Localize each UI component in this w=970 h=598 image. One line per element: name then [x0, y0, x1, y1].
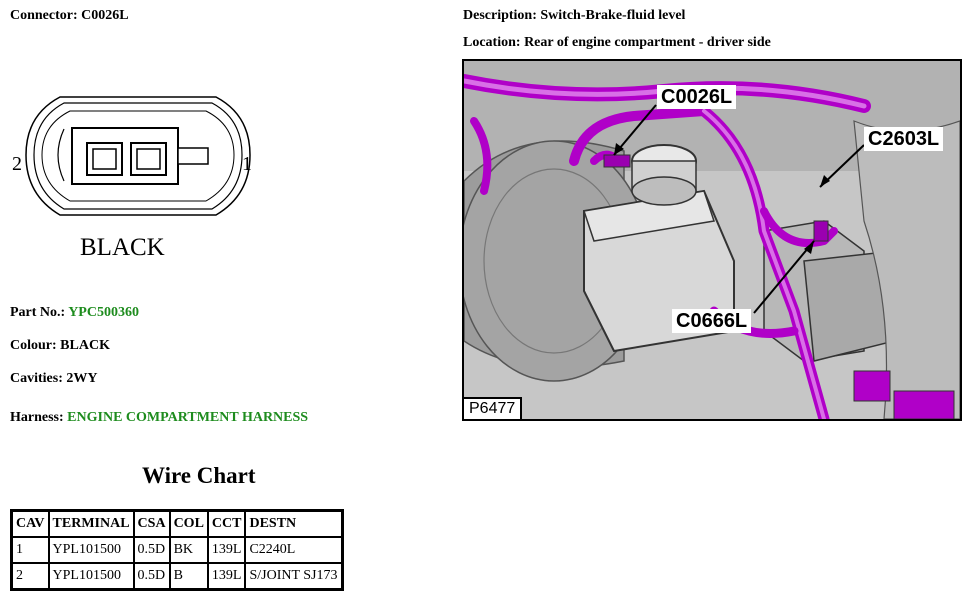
wire-chart-table: CAV TERMINAL CSA COL CCT DESTN 1 YPL1015… [10, 509, 344, 591]
pin-1-label: 1 [242, 153, 252, 175]
cell-destn: C2240L [244, 536, 344, 564]
part-number-line: Part No.: YPC500360 [10, 305, 139, 321]
connector-line: Connector: C0026L [10, 8, 129, 24]
part-number-link[interactable]: YPC500360 [68, 305, 139, 320]
cell-csa: 0.5D [132, 562, 171, 591]
header-csa: CSA [132, 509, 171, 538]
callout-c2603l: C2603L [864, 127, 944, 151]
description-label: Description: [463, 8, 537, 23]
location-photo: C0026L C2603L C0666L P6477 [462, 59, 962, 421]
cell-col: B [168, 562, 209, 591]
cell-destn: S/JOINT SJ173 [244, 562, 344, 591]
cell-cct: 139L [206, 536, 247, 564]
callout-c0026l: C0026L [657, 85, 737, 109]
cell-cav: 2 [10, 562, 50, 591]
description-value: Switch-Brake-fluid level [540, 8, 686, 23]
cell-cav: 1 [10, 536, 50, 564]
harness-label: Harness: [10, 410, 64, 425]
table-row: 1 YPL101500 0.5D BK 139L C2240L [10, 536, 344, 564]
cell-terminal: YPL101500 [47, 562, 135, 591]
header-terminal: TERMINAL [47, 509, 135, 538]
pin-2-label: 2 [12, 153, 22, 175]
harness-line: Harness: ENGINE COMPARTMENT HARNESS [10, 410, 308, 426]
cell-csa: 0.5D [132, 536, 171, 564]
engine-bay-illustration [464, 61, 960, 419]
wire-chart-title: Wire Chart [142, 463, 256, 488]
photo-id-label: P6477 [464, 397, 523, 419]
connector-label: Connector: [10, 8, 78, 23]
cavities-label: Cavities: [10, 371, 63, 386]
colour-value: BLACK [60, 338, 110, 353]
header-cct: CCT [206, 509, 247, 538]
location-line: Location: Rear of engine compartment - d… [463, 35, 771, 51]
header-destn: DESTN [244, 509, 344, 538]
table-row: 2 YPL101500 0.5D B 139L S/JOINT SJ173 [10, 562, 344, 591]
diagram-color-label: BLACK [80, 234, 165, 261]
header-col: COL [168, 509, 209, 538]
cell-cct: 139L [206, 562, 247, 591]
colour-line: Colour: BLACK [10, 338, 110, 354]
callout-c0666l: C0666L [672, 309, 752, 333]
cavities-line: Cavities: 2WY [10, 371, 98, 387]
connector-value: C0026L [81, 8, 129, 23]
location-value: Rear of engine compartment - driver side [524, 35, 771, 50]
description-line: Description: Switch-Brake-fluid level [463, 8, 685, 24]
cavities-value: 2WY [66, 371, 98, 386]
cell-col: BK [168, 536, 209, 564]
connector-diagram: 2 1 BLACK [12, 96, 252, 261]
cell-terminal: YPL101500 [47, 536, 135, 564]
harness-link[interactable]: ENGINE COMPARTMENT HARNESS [67, 410, 309, 425]
wire-chart-header-row: CAV TERMINAL CSA COL CCT DESTN [10, 509, 344, 538]
header-cav: CAV [10, 509, 50, 538]
colour-label: Colour: [10, 338, 57, 353]
part-label: Part No.: [10, 305, 66, 320]
location-label: Location: [463, 35, 521, 50]
